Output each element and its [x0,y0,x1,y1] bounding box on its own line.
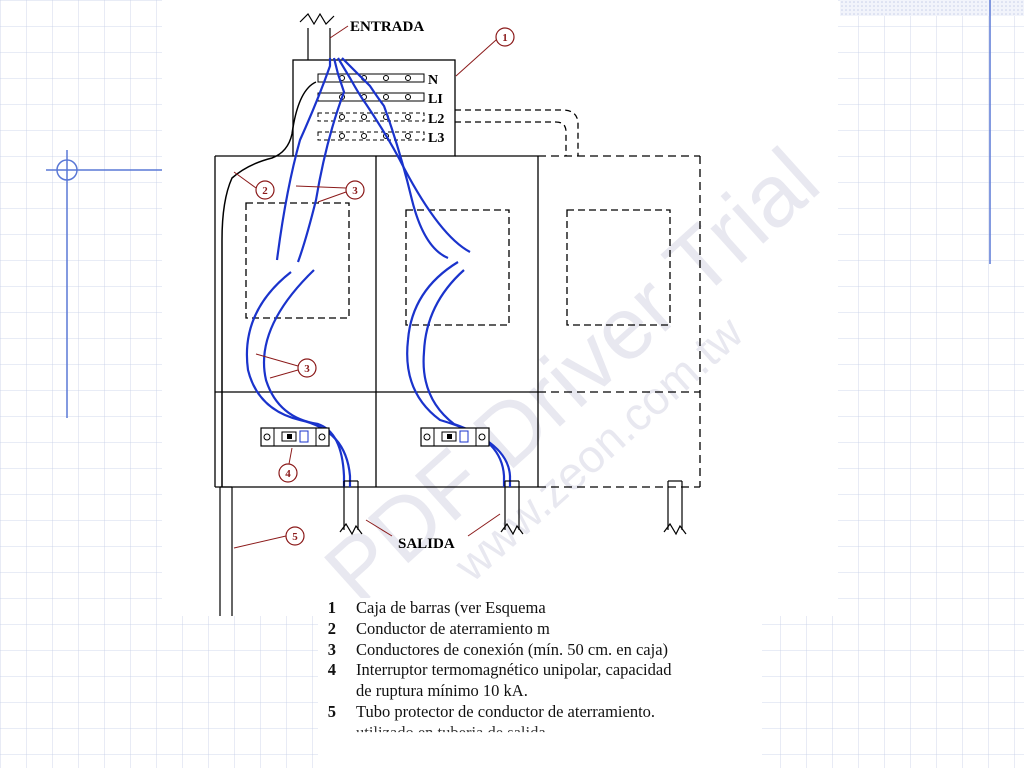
meter-cabinet [214,155,539,488]
legend-number: 2 [327,618,336,638]
legend-item-4-continued: de ruptura mínimo 10 kA. [356,681,528,701]
bus-label-l3: L3 [428,131,444,146]
breaker-1 [260,427,330,447]
meter-windows [245,202,671,326]
svg-text:4: 4 [285,468,291,480]
bus-label-n: N [428,73,438,88]
legend-item-1: 1 Caja de barras (ver Esquema [320,598,592,619]
bus-label-l2: L2 [428,112,444,127]
legend-number: 5 [327,701,336,721]
legend-text: Tubo protector de conductor de aterramie… [356,701,656,721]
grounding-conductor [221,81,317,487]
legend-item-4: 4 Interruptor termomagnético unipolar, ca… [320,660,760,681]
legend-item-5: 5 Tubo protector de conductor de aterrami… [320,702,760,723]
legend: 1 Caja de barras (ver Esquema 2 Conductor … [320,598,760,748]
connection-wires [245,57,512,487]
drawing-area [162,0,838,616]
callout-4: 4 [278,463,298,483]
svg-text:1: 1 [502,32,508,44]
legend-text: Conductor de aterramiento m [356,618,550,638]
callout-3-top: 3 [345,180,365,200]
future-connection [455,109,579,156]
entrada-conduit [299,12,335,60]
future-meter-cell [538,155,701,488]
legend-number: 3 [327,639,336,659]
legend-number: 1 [327,598,336,617]
breaker-2 [420,427,490,447]
svg-text:3: 3 [352,185,358,197]
leader-lines [233,25,501,549]
legend-cut-line: utilizado en tuberia de salida [356,722,546,742]
legend-text: Conductores de conexión (mín. 50 cm. en … [356,639,669,659]
legend-item-3: 3 Conductores de conexión (mín. 50 cm. en… [320,640,760,661]
callout-1: 1 [495,27,515,47]
legend-text: Caja de barras (ver Esquema [356,598,546,617]
ground-tube [219,486,233,616]
legend-text: Interruptor termomagnético unipolar, cap… [356,660,672,680]
callout-5: 5 [285,526,305,546]
svg-text:3: 3 [304,363,310,375]
legend-number: 4 [327,660,336,680]
callout-2: 2 [255,180,275,200]
dotted-bar [840,0,1024,16]
svg-text:5: 5 [292,531,298,543]
svg-text:2: 2 [262,185,268,197]
callout-3-bottom: 3 [297,358,317,378]
label-entrada: ENTRADA [350,19,424,35]
bus-label-l1: LI [428,92,443,107]
salida-conduits [339,480,687,536]
label-salida: SALIDA [398,536,455,552]
accent-circle [56,159,78,181]
legend-item-2: 2 Conductor de aterramiento m [320,619,594,640]
